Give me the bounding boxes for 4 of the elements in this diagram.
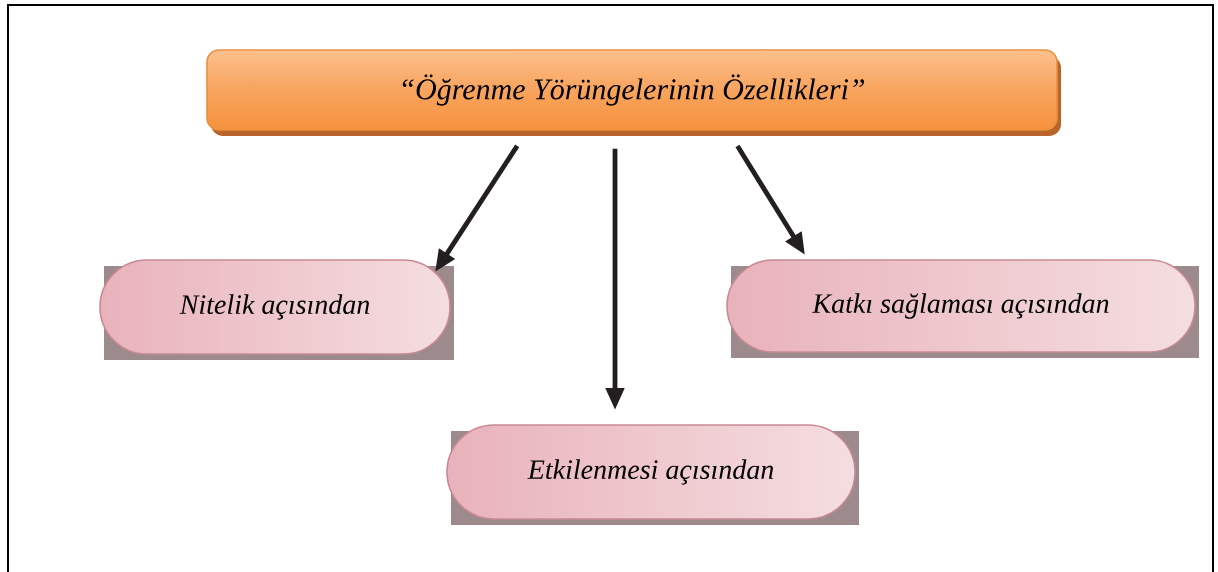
rounded-box: Nitelik açısından (99, 259, 454, 360)
rounded-box: Katkı sağlaması açısından (726, 259, 1200, 358)
title-box: “Öğrenme Yörüngelerinin Özellikleri” (206, 49, 1061, 136)
rounded-box: Etkilenmesi açısından (446, 424, 859, 525)
